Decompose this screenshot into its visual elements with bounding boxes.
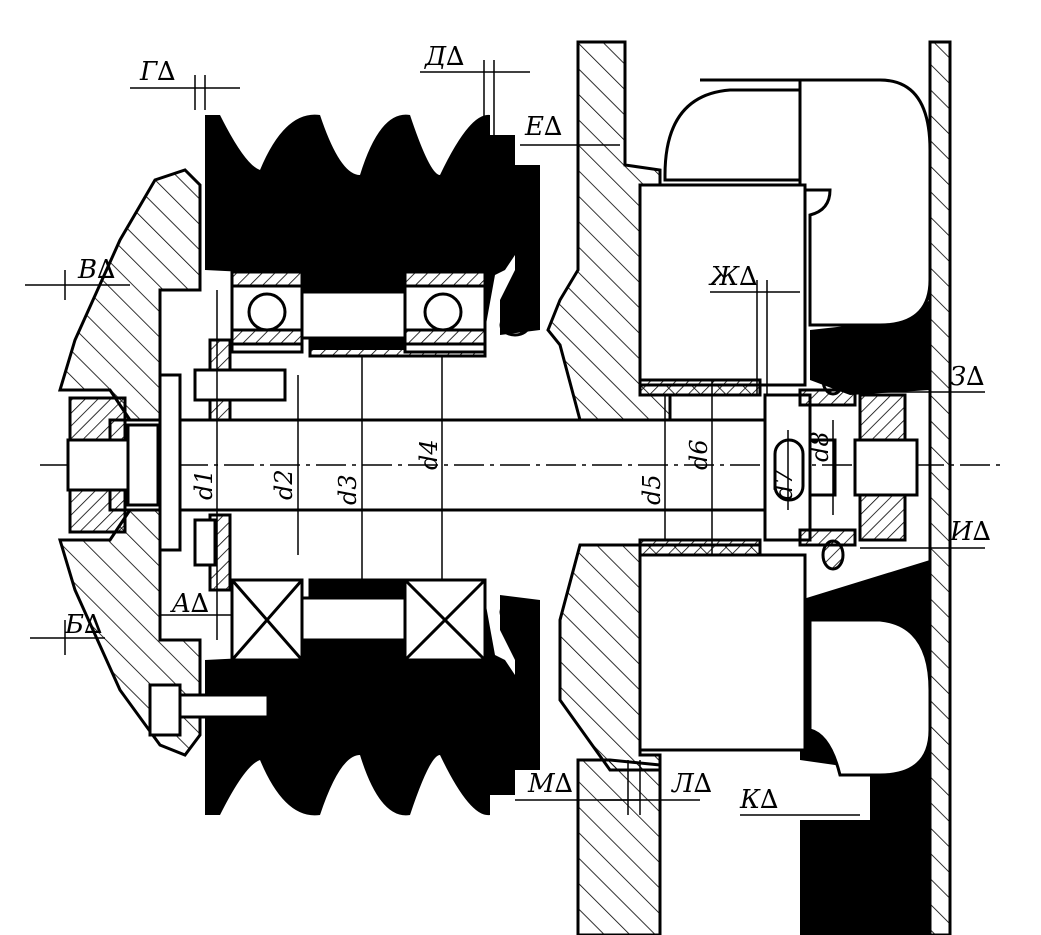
gap-label-Zh: Ж∆ <box>708 262 757 292</box>
dimension-lines <box>25 60 985 816</box>
diameter-label-d5: d5 <box>638 474 666 505</box>
diameter-labels: d1 d2 d3 d4 d5 d6 d7 d8 <box>190 431 834 505</box>
diameter-label-d2: d2 <box>270 469 298 500</box>
bearing-upper-right <box>403 270 487 354</box>
gap-label-L: Л∆ <box>670 769 712 799</box>
gap-label-D: Д∆ <box>424 42 464 72</box>
bearing-lower-right <box>403 578 487 662</box>
gap-label-K: К∆ <box>739 785 778 815</box>
diameter-label-d6: d6 <box>685 439 713 470</box>
gap-label-G: Г∆ <box>139 57 175 87</box>
dimension-labels: A∆ Б∆ В∆ Г∆ Д∆ Е∆ Ж∆ З∆ И∆ К∆ Л∆ М∆ <box>64 42 991 815</box>
bearing-upper-left <box>230 270 304 354</box>
gap-label-A: A∆ <box>170 589 209 619</box>
diameter-label-d3: d3 <box>334 474 362 505</box>
diameter-label-d1: d1 <box>190 469 218 500</box>
diameter-label-d7: d7 <box>770 469 798 500</box>
housing-wall <box>546 40 952 935</box>
diameter-label-d4: d4 <box>415 439 443 470</box>
gap-label-V: В∆ <box>77 255 115 285</box>
gap-label-E: Е∆ <box>524 112 562 142</box>
gap-label-B: Б∆ <box>64 610 102 640</box>
gap-label-Z: З∆ <box>950 362 984 392</box>
gap-label-M: М∆ <box>527 769 573 799</box>
diameter-label-d8: d8 <box>806 431 834 462</box>
seals <box>499 313 845 624</box>
bearing-lower-left <box>230 578 304 662</box>
bolt-lower <box>148 683 270 737</box>
left-nut <box>66 338 287 592</box>
gap-label-I: И∆ <box>949 517 991 547</box>
